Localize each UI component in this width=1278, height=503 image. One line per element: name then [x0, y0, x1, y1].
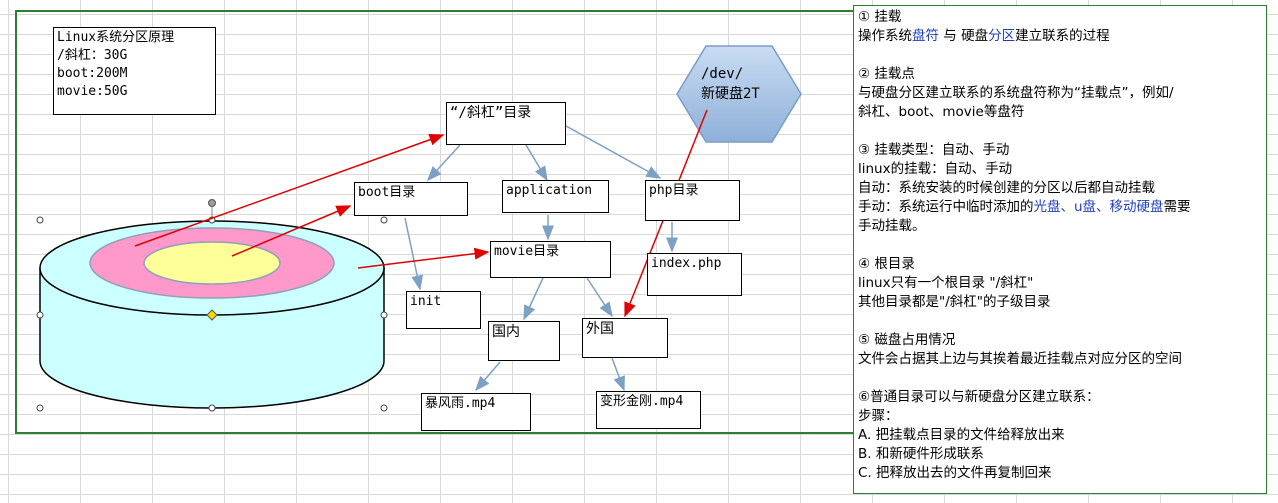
node-boot-dir[interactable]: boot目录 [354, 182, 468, 216]
node-waiguo-dir[interactable]: 外国 [582, 318, 668, 358]
notes-panel: ① 挂载 操作系统盘符 与 硬盘分区建立联系的过程 ② 挂载点 与硬盘分区建立联… [853, 5, 1267, 494]
note-line: A. 把挂载点目录的文件给释放出来 [858, 427, 1065, 443]
node-movie-dir[interactable]: movie目录 [490, 241, 611, 278]
resize-handle [380, 404, 388, 412]
adjust-handle [206, 309, 218, 321]
resize-handle [36, 404, 44, 412]
note-line: 文件会占据其上边与其挨着最近挂载点对应分区的空间 [858, 351, 1182, 367]
note-heading: ⑤ 磁盘占用情况 [858, 332, 956, 348]
resize-handle [380, 311, 388, 319]
note-heading: ① 挂载 [858, 9, 902, 25]
legend-line: Linux系统分区原理 [57, 30, 175, 45]
note-line: 操作系统盘符 与 硬盘分区建立联系的过程 [858, 28, 1110, 44]
note-line: 自动：系统安装的时候创建的分区以后都自动挂载 [858, 180, 1155, 196]
new-disk-label: /dev/ 新硬盘2T [701, 66, 760, 102]
disk-partition-core [143, 241, 281, 285]
note-line: 斜杠、boot、movie等盘符 [858, 104, 1025, 120]
node-index-php[interactable]: index.php [647, 253, 742, 296]
node-php-dir[interactable]: php目录 [645, 180, 740, 221]
resize-handle [380, 216, 388, 224]
note-line: 步骤： [858, 408, 899, 424]
note-line: B. 和新硬件形成联系 [858, 446, 984, 462]
note-line: linux只有一个根目录 "/斜杠" [858, 275, 1034, 291]
node-application-dir[interactable]: application [502, 180, 609, 213]
new-disk-hexagon[interactable] [676, 45, 802, 143]
note-line: C. 把释放出去的文件再复制回来 [858, 465, 1052, 481]
note-heading: ④ 根目录 [858, 256, 915, 272]
node-init-dir[interactable]: init [406, 291, 481, 329]
note-heading: ③ 挂载类型：自动、手动 [858, 142, 1010, 158]
note-line: 手动：系统运行中临时添加的光盘、u盘、移动硬盘需要 [858, 199, 1191, 215]
note-line: 手动挂载。 [858, 218, 926, 234]
note-heading: ⑥普通目录可以与新硬盘分区建立联系： [858, 389, 1100, 405]
note-heading: ② 挂载点 [858, 66, 915, 82]
resize-handle [208, 404, 216, 412]
legend-line: boot:200M [57, 66, 128, 81]
legend-line: movie:50G [57, 84, 128, 99]
resize-handle [36, 311, 44, 319]
legend-box: Linux系统分区原理 /斜杠：30G boot:200M movie:50G [53, 27, 216, 115]
note-line: 其他目录都是"/斜杠"的子级目录 [858, 294, 1051, 310]
node-baofengyu-file[interactable]: 暴风雨.mp4 [421, 393, 531, 431]
note-line: linux的挂载：自动、手动 [858, 161, 1013, 177]
rotate-handle [208, 199, 216, 207]
note-line: 与硬盘分区建立联系的系统盘符称为“挂载点”，例如/ [858, 85, 1174, 101]
node-root-dir[interactable]: “/斜杠”目录 [446, 102, 566, 145]
disk-cylinder[interactable] [36, 199, 388, 412]
resize-handle [36, 216, 44, 224]
tree-arrows [404, 125, 678, 392]
legend-line: /斜杠：30G [57, 48, 128, 63]
node-guonei-dir[interactable]: 国内 [488, 321, 560, 361]
node-bianxing-file[interactable]: 变形金刚.mp4 [596, 391, 701, 429]
